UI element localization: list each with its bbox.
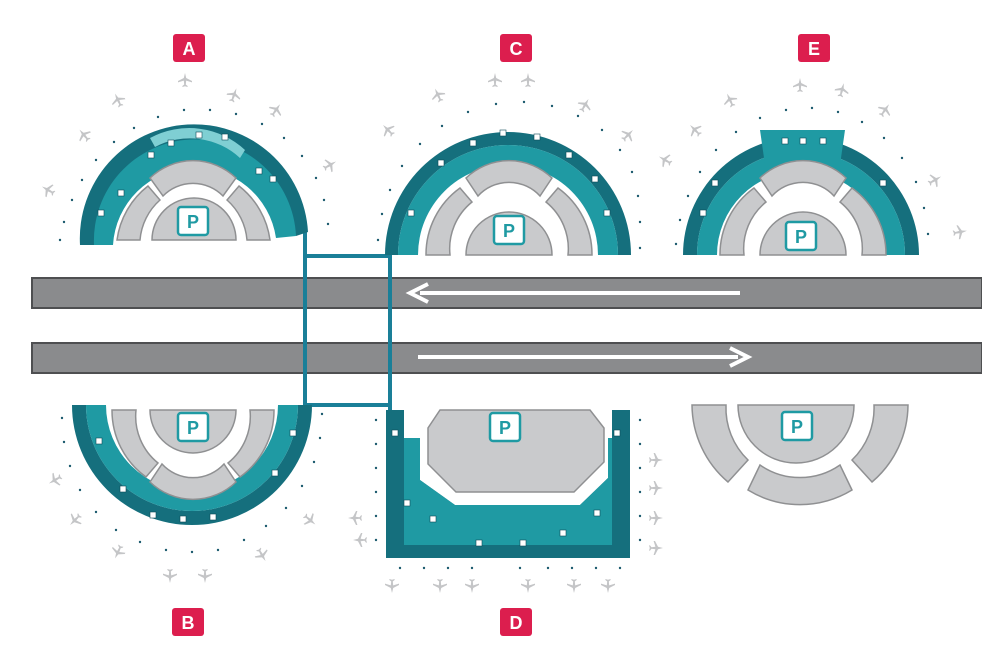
airplane-icon <box>163 569 177 583</box>
airplane-icon <box>521 579 535 593</box>
airplane-icon <box>793 78 807 92</box>
airplane-icon <box>108 90 128 110</box>
parking-icon: P <box>187 418 199 438</box>
parking-icon: P <box>503 221 515 241</box>
parking-sign-east: P <box>780 410 814 442</box>
parking-icon: P <box>187 212 199 232</box>
airplane-icon <box>649 541 663 555</box>
airplane-icon <box>567 579 581 593</box>
airplane-icon <box>320 155 340 175</box>
parking-icon: P <box>795 227 807 247</box>
airplane-icon <box>720 90 740 110</box>
terminal-label-b: B <box>182 613 195 633</box>
terminal-b[interactable] <box>72 405 312 525</box>
airplane-icon <box>266 100 286 120</box>
roadways <box>31 277 982 374</box>
parking-garage-d <box>427 409 605 493</box>
airplane-icon <box>45 470 65 490</box>
airplane-icon <box>833 81 851 99</box>
airplane-icon <box>65 510 85 530</box>
airplane-icon <box>38 180 58 200</box>
terminal-badge-e[interactable]: E <box>798 34 830 62</box>
airplane-icon <box>348 511 362 525</box>
airplane-icon <box>618 125 638 145</box>
airplane-icon <box>465 579 479 593</box>
skylink-connector <box>303 230 392 410</box>
airplane-icon <box>378 120 398 140</box>
airplane-icon <box>925 170 945 190</box>
airplane-icon <box>649 453 663 467</box>
parking-icon: P <box>499 418 511 438</box>
airplane-icon <box>74 125 94 145</box>
airplane-icon <box>951 223 969 241</box>
terminal-badge-a[interactable]: A <box>173 34 205 62</box>
airplane-icon <box>875 100 895 120</box>
gate-markers <box>58 100 930 570</box>
airplane-icon <box>300 510 320 530</box>
concourse-shops <box>95 129 887 547</box>
airplane-icon <box>521 73 535 87</box>
airplane-icon <box>252 545 272 565</box>
airplane-icon <box>601 579 615 593</box>
parking-sign-c: P <box>492 214 526 246</box>
airplane-icon <box>433 579 447 593</box>
terminal-badge-b[interactable]: B <box>172 608 204 636</box>
arrow-icon <box>418 346 753 368</box>
airplane-icon <box>649 511 663 525</box>
airplane-icon <box>225 86 243 104</box>
terminal-badge-c[interactable]: C <box>500 34 532 62</box>
airplane-icon <box>178 73 192 87</box>
terminal-badge-d[interactable]: D <box>500 608 532 636</box>
airplane-icon <box>685 120 705 140</box>
parking-sign-d: P <box>488 411 522 443</box>
terminal-label-c: C <box>510 39 523 59</box>
parking-sign-b: P <box>176 411 210 443</box>
airplane-icon <box>353 533 367 547</box>
airplane-icon <box>428 85 448 105</box>
airplane-icon <box>575 95 595 115</box>
parking-sign-a: P <box>176 205 210 237</box>
airplane-icon <box>655 150 675 170</box>
airplane-icon <box>488 73 502 87</box>
terminal-c[interactable] <box>385 132 631 255</box>
airplane-icon <box>108 542 128 562</box>
parking-icon: P <box>791 417 803 437</box>
terminal-label-a: A <box>183 39 196 59</box>
terminal-label-d: D <box>510 613 523 633</box>
airplane-icon <box>649 481 663 495</box>
terminal-a[interactable] <box>79 124 308 245</box>
arrow-icon <box>405 282 740 304</box>
parking-sign-e: P <box>784 220 818 252</box>
terminal-label-e: E <box>808 39 820 59</box>
terminal-d[interactable] <box>386 410 630 558</box>
airplane-icon <box>198 569 212 583</box>
airplane-icon <box>385 579 399 593</box>
